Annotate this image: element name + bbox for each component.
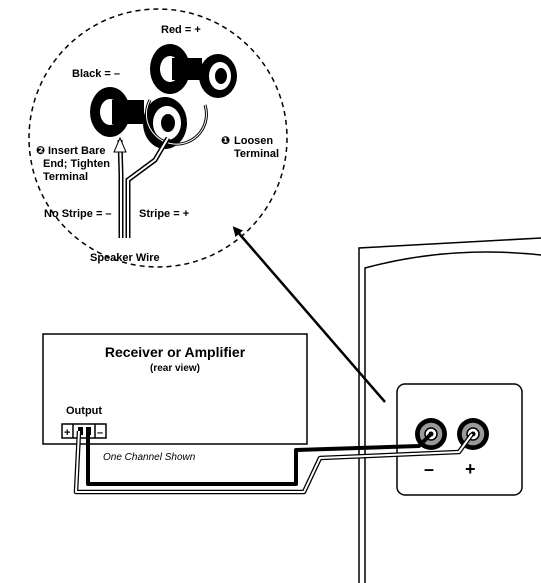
speaker-plus-label: + [465,459,476,479]
stripe-label: Stripe = + [139,208,189,220]
one-channel-note: One Channel Shown [103,452,196,463]
output-plus-label: + [64,427,70,439]
output-terminal-block [61,423,107,439]
step2-line2: End; Tighten [43,158,110,170]
step2-marker: ❷ [36,145,45,157]
receiver-subtitle: (rear view) [150,363,200,374]
step2-line1: Insert Bare [48,145,105,157]
black-minus-label: Black = – [72,68,120,80]
speaker-minus-label: – [424,459,434,479]
step2-line3: Terminal [43,171,88,183]
step1-marker: ❶ [221,135,230,147]
callout-pointer-arrow-icon [232,226,386,403]
callout-magnifier: Red = + Black = – ❶ Loosen Terminal ❷ In… [28,8,288,268]
red-terminal-icon [150,44,237,98]
speaker-cabinet: – + [358,237,541,583]
output-label: Output [66,405,102,417]
callout-speaker-wire-icon [113,136,171,238]
step1-line1: Loosen [234,135,273,147]
receiver-box: Receiver or Amplifier (rear view) Output… [42,333,308,463]
red-plus-label: Red = + [161,24,201,36]
no-stripe-label: No Stripe = – [44,208,112,220]
output-minus-label: – [97,427,103,439]
speaker-cable [73,430,474,495]
receiver-title: Receiver or Amplifier [105,344,246,360]
speaker-wire-label: Speaker Wire [90,252,160,264]
step1-line2: Terminal [234,148,279,160]
